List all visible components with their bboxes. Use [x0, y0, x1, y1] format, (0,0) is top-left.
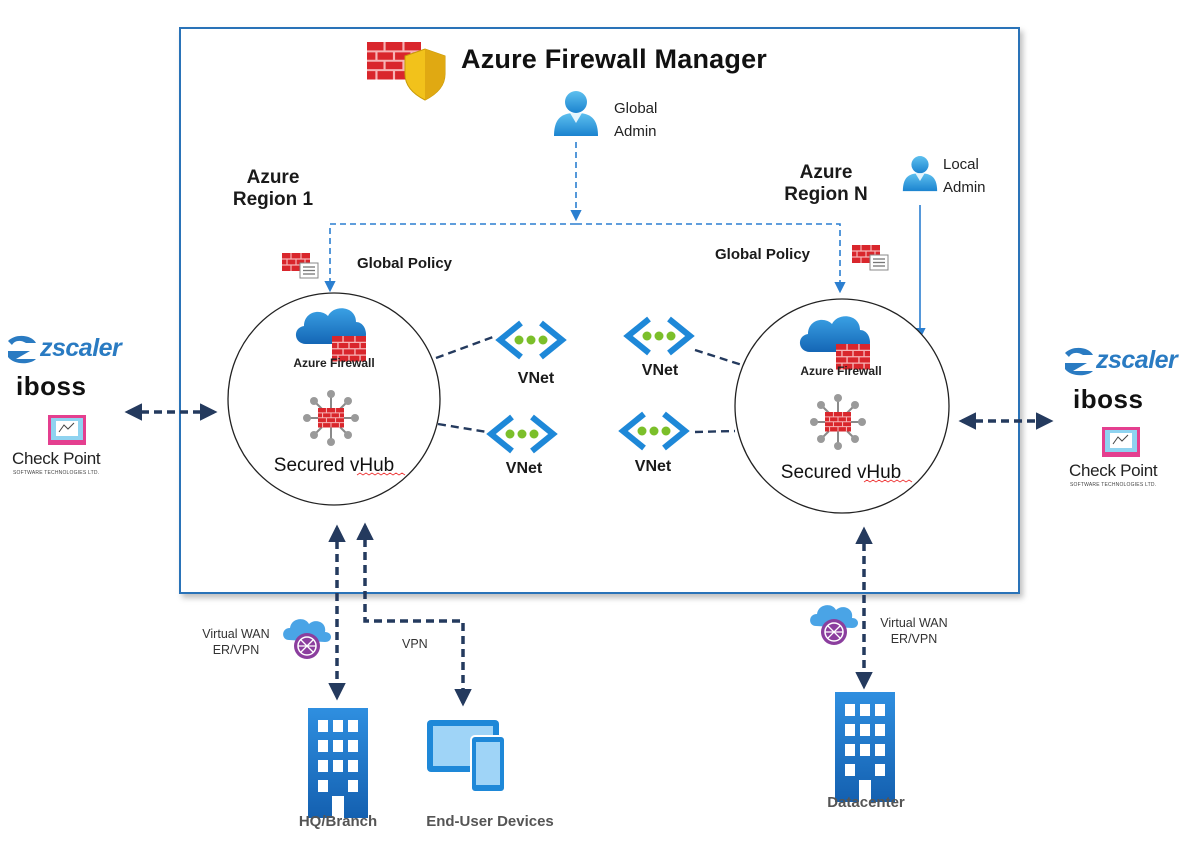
- region-1-line1: Azure: [246, 167, 300, 188]
- secured-vhub-right: [734, 298, 950, 514]
- zscaler-logo-icon-left: [8, 335, 36, 364]
- global-admin-label: Global Admin: [614, 97, 657, 143]
- virtual-wan-right-line1: Virtual WAN: [880, 616, 948, 630]
- end-user-devices-label: End-User Devices: [426, 813, 554, 830]
- zscaler-logo-left: zscaler: [40, 334, 122, 362]
- hq-branch-building-icon: [308, 708, 368, 818]
- firewall-manager-icon: [365, 40, 446, 101]
- checkpoint-logo-icon-left: [48, 415, 86, 445]
- vnet-connectors: [435, 335, 743, 434]
- secured-vhub-left: [227, 292, 441, 506]
- local-admin-line2: Admin: [943, 179, 986, 196]
- secured-vhub-left-label: Secured vHub: [273, 455, 395, 476]
- global-admin-line2: Admin: [614, 123, 657, 140]
- spellcheck-underline-left: [356, 472, 406, 476]
- checkpoint-tagline-right: SOFTWARE TECHNOLOGIES LTD.: [1070, 482, 1157, 488]
- checkpoint-logo-left: Check Point: [12, 449, 101, 468]
- policy-connectors: [324, 142, 846, 294]
- azure-firewall-right-label: Azure Firewall: [800, 364, 882, 378]
- local-admin-label: Local Admin: [943, 153, 986, 199]
- region-n-line1: Azure: [799, 162, 853, 183]
- global-policy-right-label: Global Policy: [715, 246, 811, 263]
- vnet-label-1: VNet: [517, 370, 555, 387]
- virtual-wan-icon-right: [809, 604, 859, 646]
- iboss-logo-right: iboss: [1073, 384, 1144, 414]
- secured-vhub-right-label: Secured vHub: [780, 462, 902, 483]
- local-admin-line1: Local: [943, 156, 979, 173]
- checkpoint-logo-icon-right: [1102, 427, 1140, 457]
- virtual-wan-left-line2: ER/VPN: [212, 643, 260, 657]
- region-n-label: Azure Region N: [762, 162, 890, 206]
- page-title: Azure Firewall Manager: [461, 44, 767, 74]
- zscaler-logo-right: zscaler: [1096, 346, 1178, 374]
- spellcheck-underline-right: [863, 479, 913, 483]
- global-admin-line1: Global: [614, 100, 658, 117]
- vpn-link: [356, 522, 472, 707]
- iboss-logo-left: iboss: [16, 371, 87, 401]
- vnet-label-2: VNet: [505, 460, 543, 477]
- virtual-wan-icon-left: [282, 618, 332, 660]
- zscaler-logo-icon-right: [1065, 347, 1093, 376]
- checkpoint-tagline-left: SOFTWARE TECHNOLOGIES LTD.: [13, 470, 100, 476]
- datacenter-label: Datacenter: [827, 794, 905, 811]
- virtual-wan-left-line1: Virtual WAN: [202, 627, 270, 641]
- vpn-label: VPN: [402, 637, 428, 651]
- datacenter-building-icon: [835, 692, 895, 802]
- global-policy-left-label: Global Policy: [357, 255, 453, 272]
- hq-branch-label: HQ/Branch: [298, 813, 378, 830]
- azure-firewall-left-label: Azure Firewall: [293, 356, 375, 370]
- end-user-devices-icon: [427, 720, 506, 793]
- region-n-line2: Region N: [784, 184, 868, 205]
- region-1-line2: Region 1: [232, 189, 314, 210]
- region-1-label: Azure Region 1: [210, 167, 336, 211]
- hub-firewall-icon-left: [303, 390, 359, 446]
- virtual-wan-right-label: Virtual WAN ER/VPN: [872, 615, 956, 647]
- vnet-label-3: VNet: [641, 362, 679, 379]
- hub-firewall-icon-right: [810, 394, 866, 450]
- virtual-wan-left-label: Virtual WAN ER/VPN: [194, 626, 278, 658]
- virtual-wan-right-line2: ER/VPN: [890, 632, 938, 646]
- checkpoint-logo-right: Check Point: [1069, 461, 1158, 480]
- vnet-label-4: VNet: [634, 458, 672, 475]
